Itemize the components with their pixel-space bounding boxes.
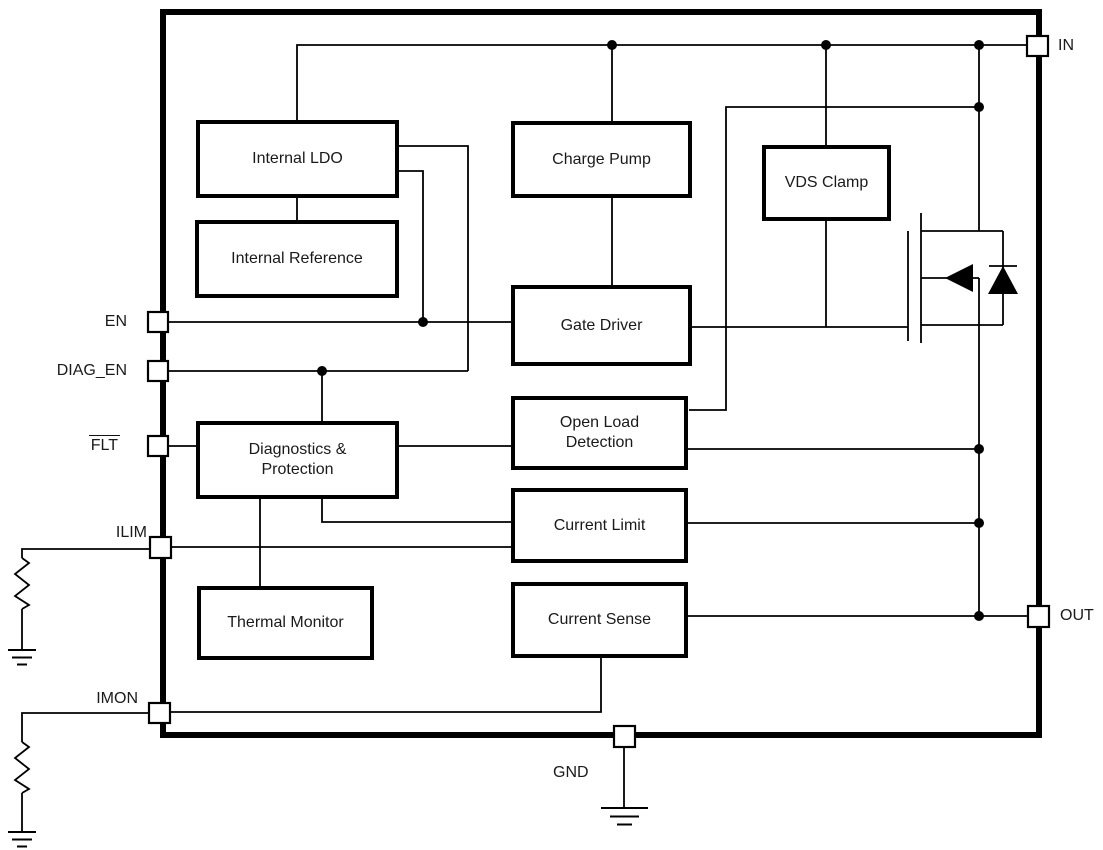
pin-squares: [146, 34, 1051, 749]
pin-label-diag-en: DIAG_EN: [56, 362, 127, 379]
body-diode-icon: [988, 266, 1018, 294]
pin-square-out: [1026, 604, 1051, 629]
wire-currentsense-to-imon: [170, 657, 602, 713]
wire-ilim-external: [21, 548, 150, 558]
fet-body-arrow: [945, 264, 973, 292]
nmos-power-fet-icon: [907, 213, 1018, 343]
wire-imon-external: [21, 712, 149, 742]
pin-label-gnd: GND: [553, 764, 589, 781]
pin-square-diag-en: [146, 359, 170, 383]
block-vds-clamp: VDS Clamp: [762, 145, 891, 221]
pin-square-gnd: [612, 724, 637, 749]
ground-icon-gnd: [601, 807, 648, 826]
flt-overline-text: FLT: [88, 435, 120, 454]
block-current-limit: Current Limit: [511, 488, 688, 563]
pin-square-en: [146, 310, 170, 334]
junction-dots: [317, 40, 984, 621]
block-gate-driver: Gate Driver: [511, 285, 692, 366]
wire-ldo-to-diagen-line: [399, 145, 469, 371]
block-label: Open Load Detection: [559, 414, 640, 451]
block-label: Internal LDO: [252, 150, 343, 167]
wires: [21, 44, 1028, 832]
block-label: Internal Reference: [231, 250, 363, 267]
block-label: Current Sense: [547, 611, 652, 628]
pin-square-imon: [147, 701, 172, 725]
pin-square-in: [1025, 34, 1050, 58]
pin-label-flt: FLT: [88, 435, 120, 455]
block-label: VDS Clamp: [784, 174, 869, 191]
block-thermal-monitor: Thermal Monitor: [197, 586, 374, 660]
wire-in-top-rail: [296, 44, 1027, 121]
pin-square-flt: [146, 434, 170, 458]
block-diagnostics-protection: Diagnostics & Protection: [196, 421, 399, 499]
ground-icon-ilim: [8, 649, 36, 666]
pin-label-out: OUT: [1060, 607, 1094, 624]
block-internal-ldo: Internal LDO: [196, 120, 399, 198]
wire-openload-to-rail: [689, 106, 979, 411]
block-charge-pump: Charge Pump: [511, 121, 692, 198]
ground-icon-imon: [8, 831, 36, 848]
block-internal-reference: Internal Reference: [195, 220, 399, 298]
pin-label-in: IN: [1058, 37, 1074, 54]
block-current-sense: Current Sense: [511, 582, 688, 658]
block-label: Current Limit: [553, 516, 646, 534]
pin-label-en: EN: [104, 313, 127, 330]
block-label: Thermal Monitor: [227, 614, 344, 631]
wire-diagnostics-to-currentlimit: [321, 498, 512, 523]
wire-ldo-to-en-line: [399, 170, 424, 322]
block-label: Gate Driver: [560, 316, 643, 334]
pin-label-imon: IMON: [96, 690, 138, 707]
block-label: Diagnostics & Protection: [248, 441, 347, 478]
pin-square-ilim: [148, 535, 173, 560]
ground-symbols: [8, 649, 648, 848]
resistor-imon: [13, 741, 31, 794]
pin-label-ilim: ILIM: [115, 524, 147, 541]
resistor-ilim: [13, 557, 31, 610]
block-open-load-detection: Open Load Detection: [511, 396, 688, 470]
block-label: Charge Pump: [552, 150, 651, 168]
